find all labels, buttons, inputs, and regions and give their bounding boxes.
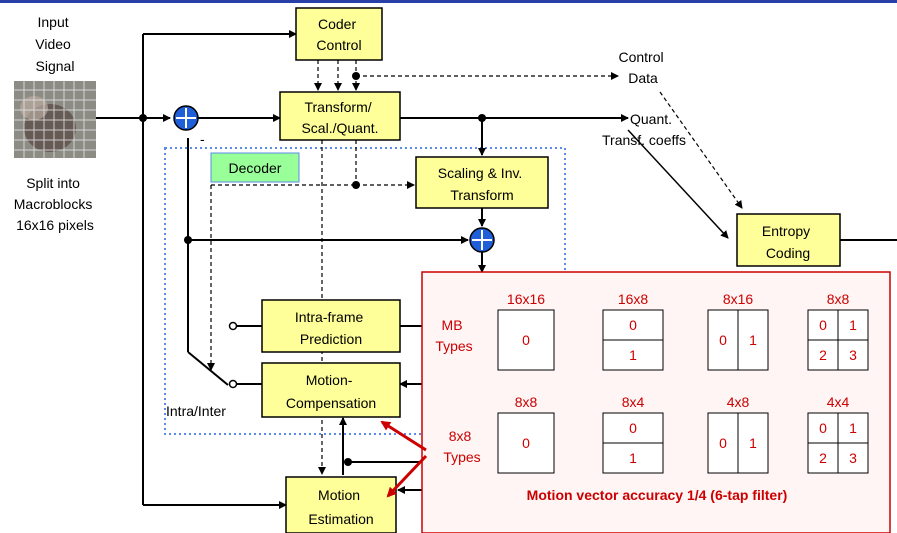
sub-type-cell-2-0: 0 xyxy=(719,435,727,451)
mb-type-cell-2-0: 0 xyxy=(719,332,727,348)
mb-type-title-2: 8x16 xyxy=(723,291,754,307)
svg-text:Coder Control: Coder Control xyxy=(316,16,361,53)
decoder-tag xyxy=(210,152,300,183)
minus-sign: - xyxy=(200,131,205,147)
macroblock-split-label: Split into Macroblocks 16x16 pixels xyxy=(14,175,96,233)
control-paths xyxy=(207,60,743,475)
sub-type-box-0 xyxy=(497,412,555,474)
mb-type-cell-0-0: 0 xyxy=(522,332,530,348)
decoder-label: Decoder xyxy=(229,160,282,176)
sub-type-title-3: 4x4 xyxy=(827,394,850,410)
sub-type-cell-2-1: 1 xyxy=(749,435,757,451)
mb-type-cell-3-0: 0 xyxy=(819,317,827,333)
mb-type-cell-3-2: 2 xyxy=(819,347,827,363)
svg-text:Motion- Compensation: Motion- Compensation xyxy=(286,372,376,411)
sub-type-cell-0-0: 0 xyxy=(522,435,530,451)
mb-type-title-1: 16x8 xyxy=(618,291,649,307)
sub-type-cell-3-1: 1 xyxy=(849,420,857,436)
switch-contact-inter xyxy=(228,379,238,389)
reconstruct-adder-icon xyxy=(469,227,495,253)
motion-vector-caption: Motion vector accuracy 1/4 (6-tap filter… xyxy=(527,487,788,503)
svg-text:Intra-frame Prediction: Intra-frame Prediction xyxy=(295,309,367,347)
mb-type-title-0: 16x16 xyxy=(507,291,545,307)
svg-text:Scaling & Inv. Transform: Scaling & Inv. Transform xyxy=(438,165,526,203)
sub-type-cell-3-0: 0 xyxy=(819,420,827,436)
mb-type-cell-2-1: 1 xyxy=(749,332,757,348)
mb-type-cell-3-3: 3 xyxy=(849,347,857,363)
subtract-adder-icon xyxy=(173,105,199,131)
intra-frame-prediction-block: Intra-frame Prediction xyxy=(261,299,401,353)
svg-text:Entropy Coding: Entropy Coding xyxy=(762,223,814,261)
top-rule xyxy=(0,0,897,3)
decoder-region xyxy=(164,147,566,435)
svg-text:Transform/ Scal./Quant.: Transform/ Scal./Quant. xyxy=(301,99,378,136)
motion-estimation-block: Motion Estimation xyxy=(285,476,397,533)
mb-type-title-3: 8x8 xyxy=(827,291,850,307)
entropy-coding-block: Entropy Coding xyxy=(736,213,841,267)
sub-type-title-0: 8x8 xyxy=(515,394,538,410)
intra-inter-label: Intra/Inter xyxy=(166,403,226,419)
sub-type-title-2: 4x8 xyxy=(727,394,750,410)
sub-types-label: 8x8 Types xyxy=(443,428,480,465)
mb-type-cell-1-1: 1 xyxy=(629,347,637,363)
svg-text:Motion Estimation: Motion Estimation xyxy=(308,487,373,527)
input-label: Input Video Signal xyxy=(35,14,74,74)
sub-type-cell-1-0: 0 xyxy=(629,420,637,436)
coder-control-block: Coder Control xyxy=(295,7,383,61)
motion-compensation-block: Motion- Compensation xyxy=(261,362,401,418)
input-video-thumbnail xyxy=(14,81,96,158)
mb-type-box-0 xyxy=(497,309,555,371)
mb-type-cell-3-1: 1 xyxy=(849,317,857,333)
sub-type-cell-3-3: 3 xyxy=(849,450,857,466)
quant-coeffs-label: Quant. Transf. coeffs xyxy=(602,111,686,148)
scaling-inverse-transform-block: Scaling & Inv. Transform xyxy=(415,156,549,209)
sub-type-cell-3-2: 2 xyxy=(819,450,827,466)
mb-type-cell-1-0: 0 xyxy=(629,317,637,333)
sub-type-title-1: 8x4 xyxy=(622,394,645,410)
partition-reference-arrows xyxy=(380,420,428,498)
mb-types-label: MB Types xyxy=(435,317,472,354)
switch-contact-intra xyxy=(228,321,238,331)
sub-type-cell-1-1: 1 xyxy=(629,450,637,466)
control-data-label: Control Data xyxy=(618,49,667,86)
transform-quant-block: Transform/ Scal./Quant. xyxy=(279,91,401,141)
